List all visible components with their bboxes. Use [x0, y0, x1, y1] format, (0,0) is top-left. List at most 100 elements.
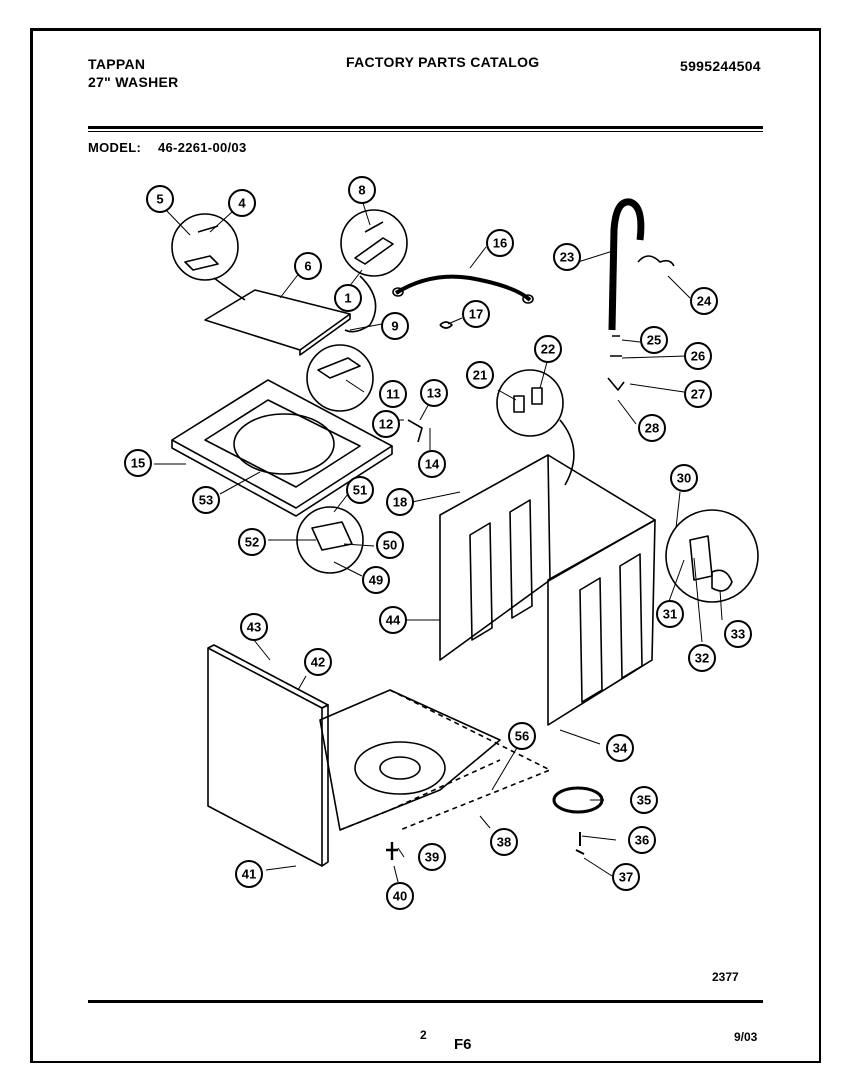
callout-circle: [640, 326, 668, 354]
callout-circle: [638, 414, 666, 442]
callout-12: 12: [372, 410, 400, 438]
callout-number: 8: [358, 183, 365, 198]
lid-switch-part: [354, 237, 394, 265]
callout-number: 31: [663, 607, 677, 622]
panel-emboss-3: [579, 577, 603, 703]
callout-circle: [508, 722, 536, 750]
fill-hose: [394, 274, 532, 302]
callout-5: 5: [146, 185, 174, 213]
callout-number: 16: [493, 236, 507, 251]
foot-parts: [575, 832, 585, 855]
callout-circle: [534, 335, 562, 363]
switch-bracket-part: [311, 521, 353, 551]
callout-circle: [386, 488, 414, 516]
callout-circle: [688, 644, 716, 672]
callout-number: 17: [469, 307, 483, 322]
callout-circle: [348, 176, 376, 204]
detail-circle-lid-latch: [306, 344, 374, 412]
callout-17: 17: [462, 300, 490, 328]
callout-number: 39: [425, 850, 439, 865]
callout-circle: [724, 620, 752, 648]
callout-24: 24: [690, 287, 718, 315]
callout-circle: [684, 380, 712, 408]
callout-number: 37: [619, 870, 633, 885]
callout-14: 14: [418, 450, 446, 478]
top-cover-edge: [171, 440, 393, 517]
callout-number: 42: [311, 655, 325, 670]
callout-number: 18: [393, 495, 407, 510]
callout-34: 34: [606, 734, 634, 762]
callout-1: 1: [334, 284, 362, 312]
callout-number: 53: [199, 493, 213, 508]
callout-11: 11: [379, 380, 407, 408]
figure-label: F6: [454, 1036, 472, 1053]
callout-13: 13: [420, 379, 448, 407]
callout-circle: [612, 863, 640, 891]
drain-fittings: [607, 335, 625, 391]
callout-circle: [628, 826, 656, 854]
callout-circle: [362, 566, 390, 594]
callout-number: 14: [425, 457, 440, 472]
callout-27: 27: [684, 380, 712, 408]
callout-number: 26: [691, 349, 705, 364]
callout-number: 36: [635, 833, 649, 848]
callout-number: 44: [386, 613, 401, 628]
callout-bubbles: 1456891112131415161718212223242526272830…: [124, 176, 752, 910]
callout-number: 24: [697, 294, 712, 309]
page-number: 2: [420, 1028, 427, 1042]
base-frame: [319, 689, 501, 831]
product-name: 27" WASHER: [88, 74, 179, 90]
callout-circle: [228, 189, 256, 217]
callout-circle: [294, 252, 322, 280]
panel-emboss-4: [619, 553, 643, 679]
callout-number: 38: [497, 835, 511, 850]
callout-circle: [240, 613, 268, 641]
cabinet-side-panel-left: [439, 454, 551, 661]
callout-circle: [466, 361, 494, 389]
drain-hose: [608, 198, 645, 331]
callout-circle: [418, 450, 446, 478]
callout-number: 52: [245, 535, 259, 550]
callout-circle: [124, 449, 152, 477]
callout-31: 31: [656, 600, 684, 628]
callout-33: 33: [724, 620, 752, 648]
callout-8: 8: [348, 176, 376, 204]
callout-53: 53: [192, 486, 220, 514]
callout-39: 39: [418, 843, 446, 871]
switch-wire: [344, 275, 377, 333]
catalog-title: FACTORY PARTS CATALOG: [346, 54, 540, 70]
callout-41: 41: [235, 860, 263, 888]
callout-37: 37: [612, 863, 640, 891]
callout-number: 12: [379, 417, 393, 432]
detail-circle-switch: [340, 209, 408, 277]
washer-lid-edge: [299, 314, 351, 356]
callout-number: 5: [156, 192, 163, 207]
model-number: 46-2261-00/03: [158, 140, 247, 155]
diagram-code: 2377: [712, 970, 739, 984]
callout-28: 28: [638, 414, 666, 442]
page-border: [30, 28, 821, 1063]
callout-circle: [379, 606, 407, 634]
callout-circle: [486, 229, 514, 257]
base-pulley: [354, 741, 446, 795]
footer-rule: [88, 1000, 763, 1003]
valve-part-a: [513, 395, 525, 413]
base-hub: [379, 756, 421, 780]
callout-23: 23: [553, 243, 581, 271]
hose-end-left: [392, 287, 404, 297]
header-rule-thin: [88, 131, 763, 132]
callout-number: 40: [393, 889, 407, 904]
switch-screw: [364, 221, 384, 233]
callout-circle: [656, 600, 684, 628]
timer-knob-part: [711, 569, 733, 592]
hose-washer-part: [439, 321, 453, 329]
cabinet-top-rail: [547, 454, 656, 581]
detail-circle-timer: [665, 509, 759, 603]
panel-emboss-1: [469, 522, 493, 641]
callout-38: 38: [490, 828, 518, 856]
callout-number: 4: [238, 196, 246, 211]
callout-22: 22: [534, 335, 562, 363]
detail-circle-top-left: [171, 213, 239, 281]
catalog-number: 5995244504: [680, 58, 761, 74]
header-rule-top: [88, 126, 763, 129]
